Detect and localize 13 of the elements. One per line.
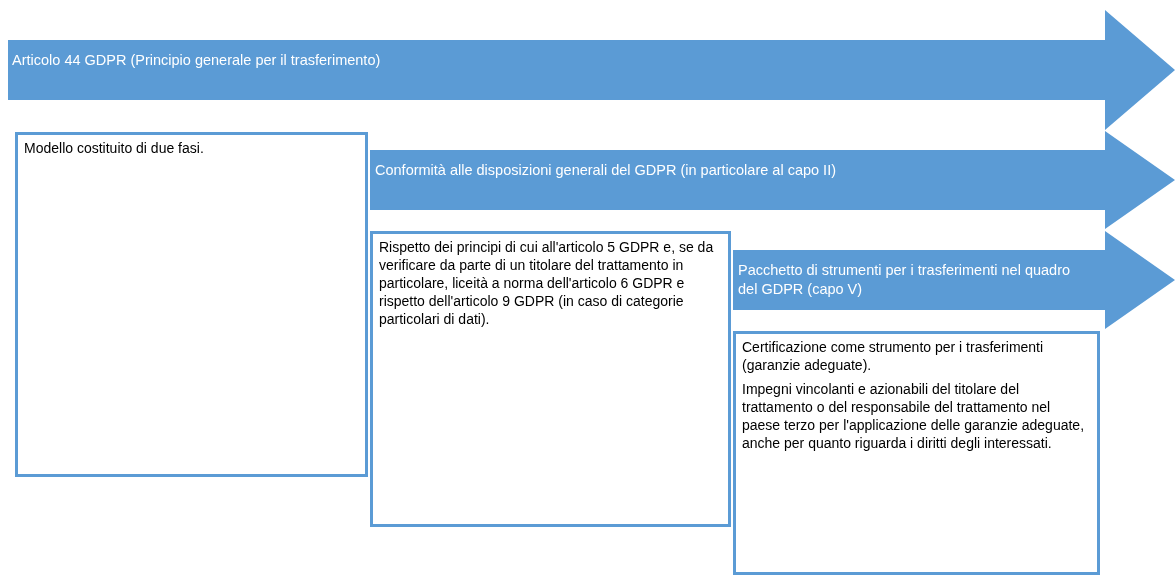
arrow-band bbox=[8, 10, 1175, 130]
arrow-band bbox=[370, 131, 1175, 229]
box-text: Modello costituito di due fasi. bbox=[24, 139, 205, 157]
box-text: Certificazione come strumento per i trasferimenti (garanzie adeguate). bbox=[742, 338, 1045, 374]
text-box bbox=[733, 331, 1100, 575]
arrow-label: Conformità alle disposizioni generali del GDPR (in particolare al capo II) bbox=[375, 161, 837, 180]
text-box bbox=[15, 132, 368, 477]
box-text: Rispetto dei principi di cui all'articolo 5 GDPR e, se da verificare da parte di un titolare del trattamento in particolare, liceità a norma dell'articolo 6 GDPR e rispetto dell'articolo 9 GDPR (in caso di categorie particolari di dati). bbox=[379, 238, 715, 328]
text-box bbox=[370, 231, 731, 527]
arrow-label: Articolo 44 GDPR (Principio generale per il trasferimento) bbox=[12, 51, 382, 70]
arrow-band bbox=[733, 231, 1175, 329]
box-text: Impegni vincolanti e azionabili del titolare del trattamento o del responsabile del trattamento nel paese terzo per l'applicazione delle garanzie adeguate, anche per quanto riguarda i diritti degli interessati. bbox=[742, 380, 1086, 452]
arrow-label: Pacchetto di strumenti per i trasferimenti nel quadro del GDPR (capo V) bbox=[738, 261, 1072, 299]
